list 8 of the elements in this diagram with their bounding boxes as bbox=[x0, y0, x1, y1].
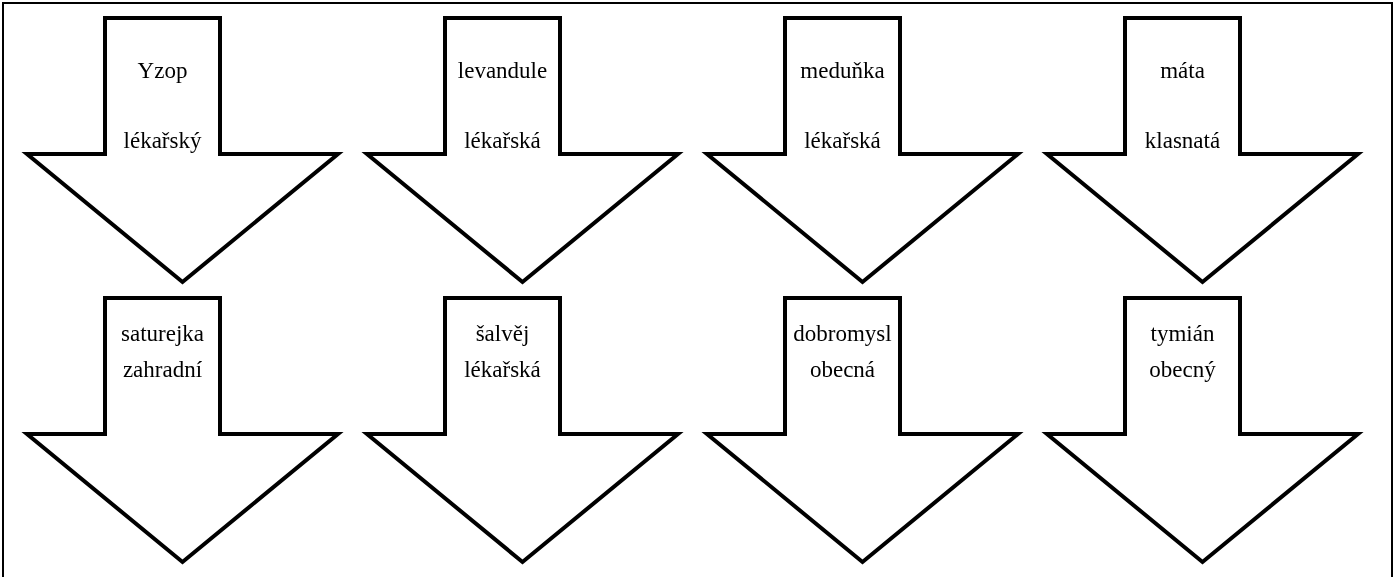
arrow-label: meduňka lékařská bbox=[800, 57, 885, 155]
arrow-label: dobromysl obecná bbox=[793, 320, 892, 384]
arrow-label: tymián obecný bbox=[1149, 320, 1216, 384]
arrow-label: saturejka zahradní bbox=[121, 320, 204, 384]
arrow-label: máta klasnatá bbox=[1144, 57, 1221, 155]
arrow-label: levandule lékařská bbox=[457, 57, 548, 155]
arrow-label: Yzop lékařský bbox=[123, 57, 202, 155]
arrow-label: šalvěj lékařská bbox=[464, 320, 541, 384]
